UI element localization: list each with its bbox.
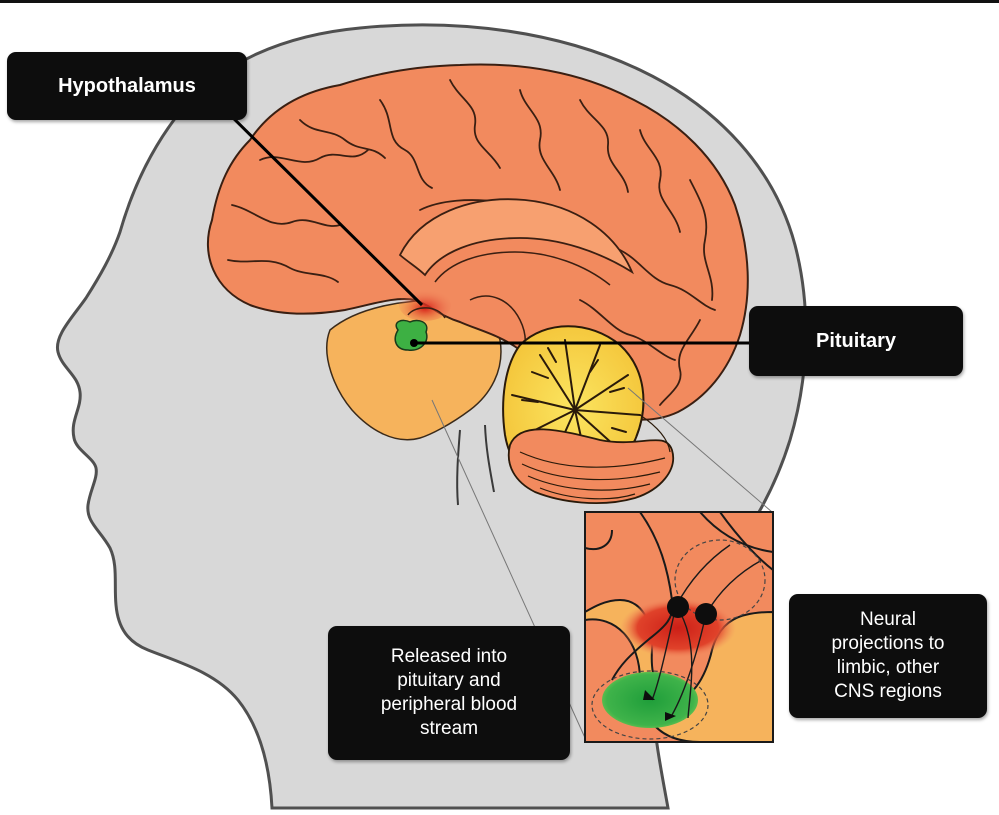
neural-projections-label: Neural projections to limbic, other CNS …: [789, 594, 987, 718]
released-label: Released into pituitary and peripheral b…: [328, 626, 570, 760]
hypothalamus-leader: [213, 98, 424, 307]
hypothalamus-label-text: Hypothalamus: [58, 74, 196, 97]
pituitary-label-text: Pituitary: [815, 329, 897, 352]
pituitary-label: Pituitary: [749, 306, 963, 376]
hypothalamus-label: Hypothalamus: [7, 52, 247, 120]
released-label-text: Released into pituitary and peripheral b…: [380, 646, 518, 739]
corpus-callosum: [398, 198, 634, 277]
pituitary-gland: [394, 319, 428, 351]
neural-projections-label-text: Neural projections to limbic, other CNS …: [831, 609, 945, 702]
cerebellar-folia: [507, 428, 675, 505]
inset-zoom-box: [584, 511, 774, 743]
top-border: [0, 0, 999, 3]
